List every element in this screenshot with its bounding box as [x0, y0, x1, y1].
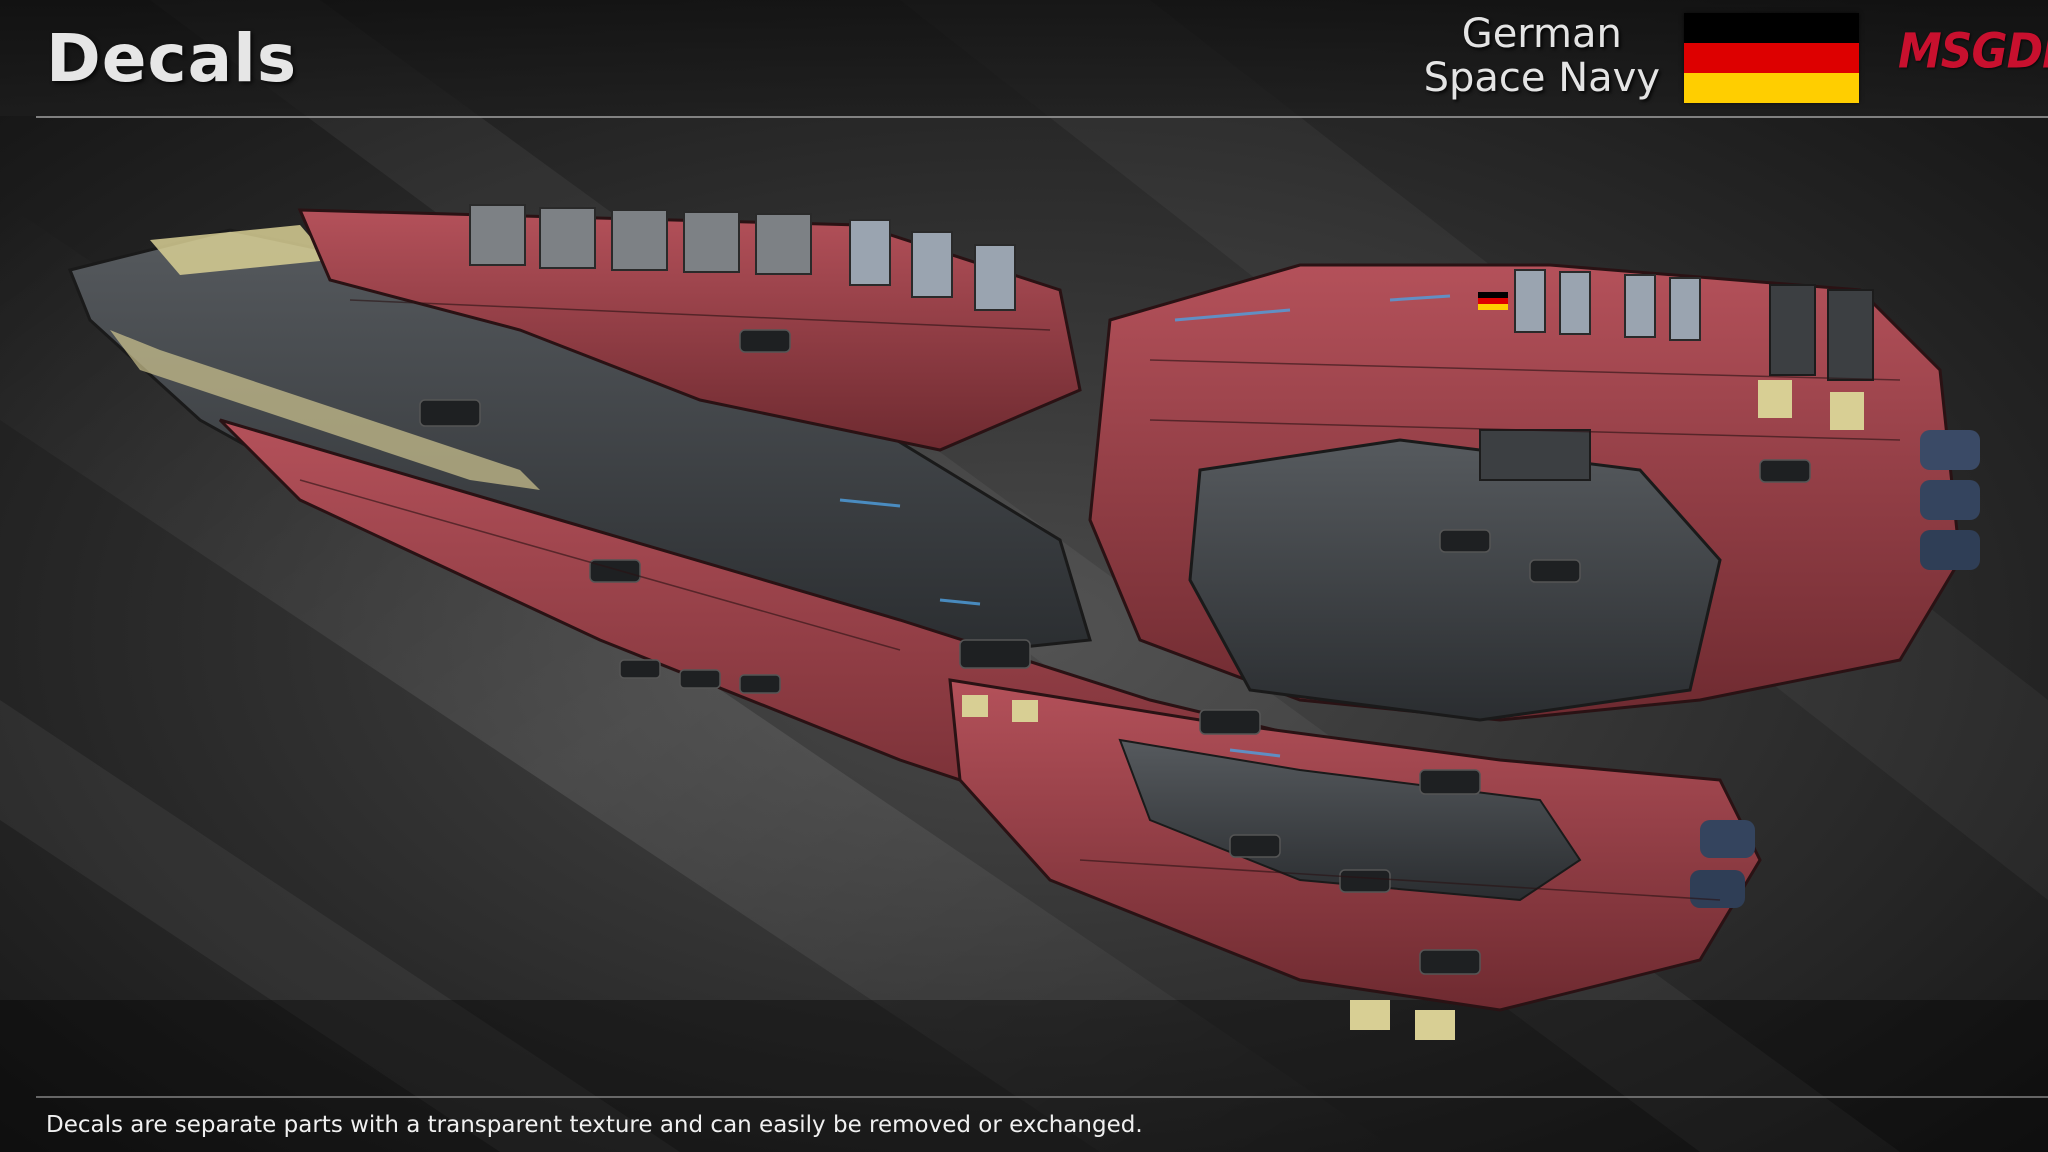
faction-name-line2: Space Navy [1423, 55, 1660, 101]
spaceship [67, 204, 1980, 1040]
flag-stripe-gold [1684, 73, 1859, 103]
msgdi-logo-icon: MSGDI [1898, 23, 2048, 80]
faction-name-line1: German [1461, 11, 1622, 57]
flag-stripe-red [1684, 43, 1859, 73]
page-title: Decals [46, 20, 298, 97]
faction-name: German Space Navy [1424, 12, 1660, 100]
flag-stripe-black [1684, 13, 1859, 43]
footer-caption: Decals are separate parts with a transpa… [46, 1112, 1143, 1138]
header-divider [36, 116, 2048, 118]
german-flag-icon [1684, 13, 1859, 103]
footer-divider [36, 1096, 2048, 1098]
